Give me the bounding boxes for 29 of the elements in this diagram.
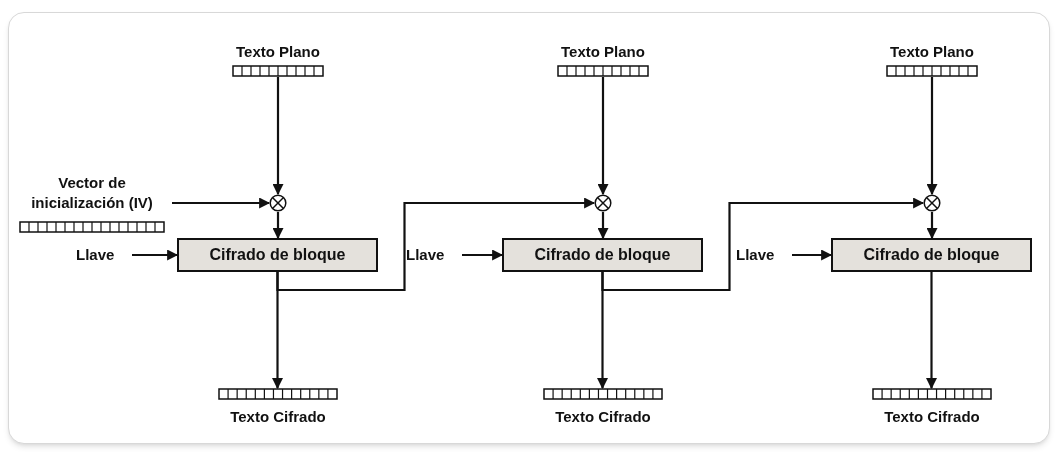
arrow: [462, 249, 504, 261]
iv-label: Vector de inicialización (IV): [30, 173, 154, 213]
arrow: [132, 249, 179, 261]
process-box: Cifrado de bloque: [177, 238, 378, 272]
key-label: Llave: [76, 244, 115, 265]
key-label: Llave: [736, 244, 775, 265]
register-label: Texto Cifrado: [555, 408, 651, 426]
register-label: Texto Cifrado: [884, 408, 980, 426]
arrow: [926, 272, 937, 390]
register-label: Texto Plano: [236, 43, 320, 61]
xor-symbol: [594, 194, 612, 212]
arrow: [272, 77, 284, 196]
arrow: [276, 197, 596, 292]
arrow: [597, 212, 609, 240]
register-label: Texto Plano: [561, 43, 645, 61]
register-label: Texto Cifrado: [230, 408, 326, 426]
arrow: [926, 77, 938, 196]
process-box: Cifrado de bloque: [831, 238, 1032, 272]
arrow: [172, 197, 271, 209]
xor-symbol: [269, 194, 287, 212]
key-label: Llave: [406, 244, 445, 265]
register-label: Texto Plano: [890, 43, 974, 61]
arrow: [597, 77, 609, 196]
xor-symbol: [923, 194, 941, 212]
process-box: Cifrado de bloque: [502, 238, 703, 272]
arrow: [601, 197, 925, 292]
arrow: [926, 212, 938, 240]
arrow: [272, 212, 284, 240]
arrow: [792, 249, 833, 261]
